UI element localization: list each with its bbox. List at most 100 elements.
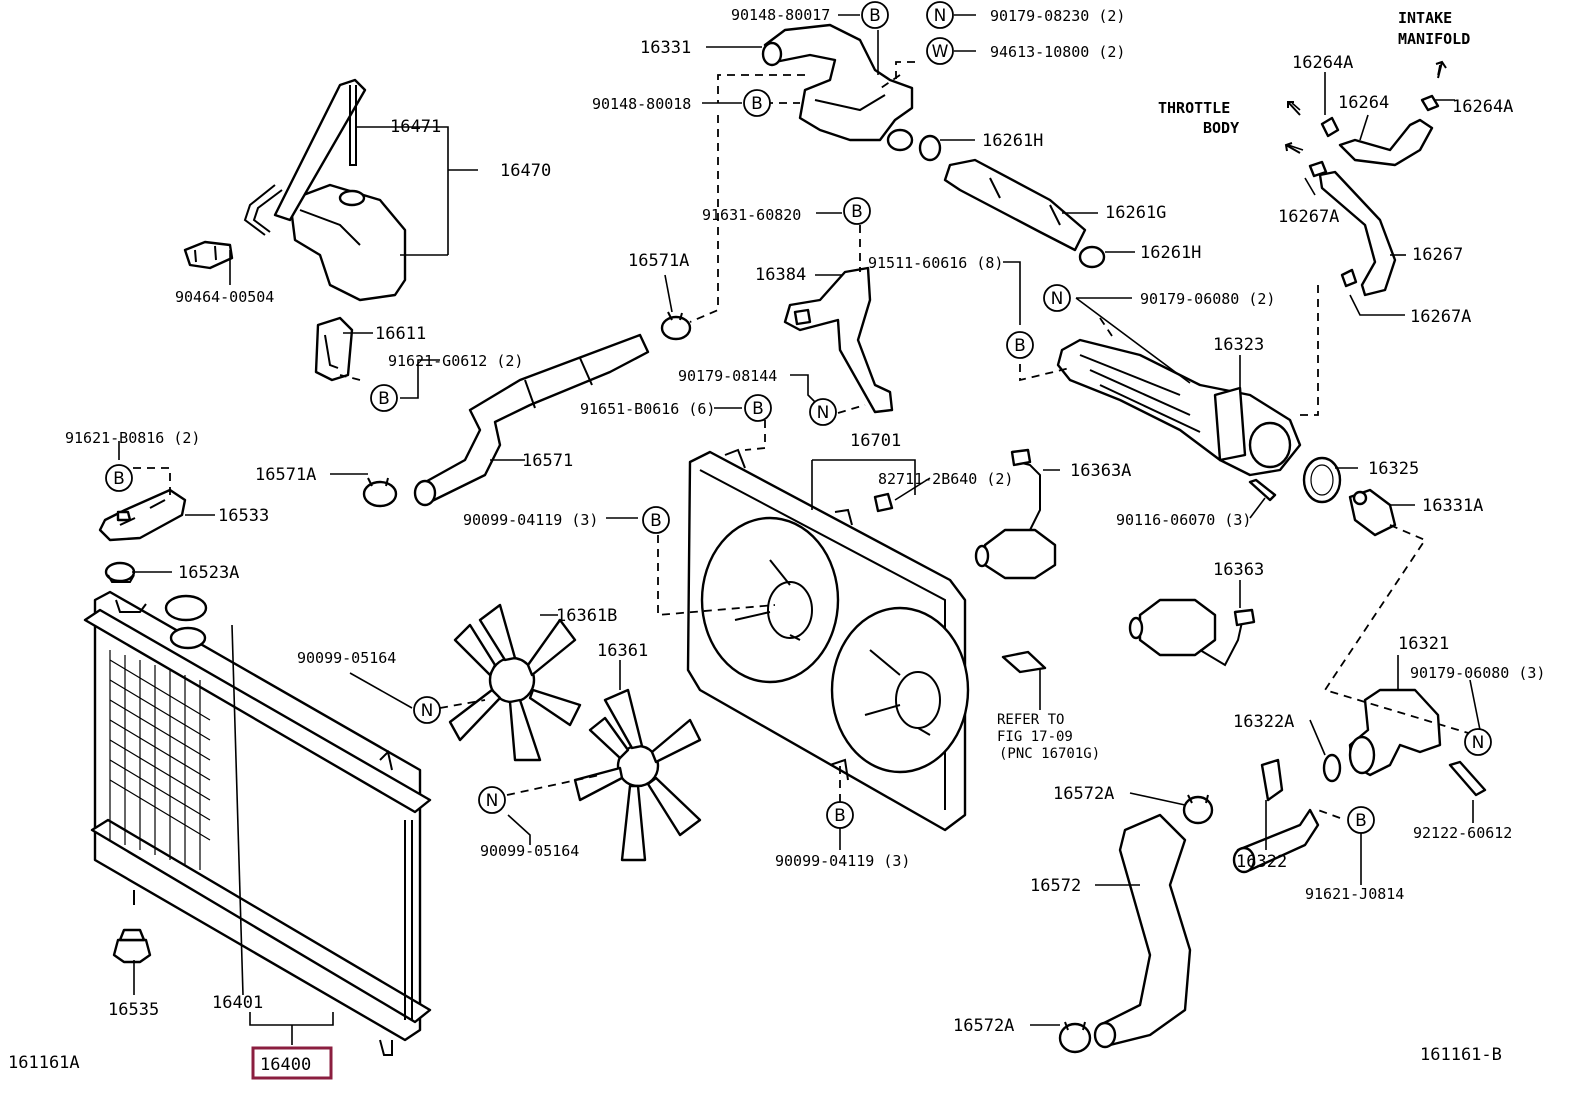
callout-circles: B N W B B N B B B N B B N N N B B <box>105 1 1492 834</box>
label-16264: 16264 <box>1338 93 1389 113</box>
label-16321: 16321 <box>1398 634 1449 654</box>
bracket-16384-drawing <box>783 266 894 414</box>
label-16471: 16471 <box>390 117 441 137</box>
highlight-box-16400 <box>251 1046 333 1080</box>
water-inlet-16323-drawing <box>1056 338 1302 477</box>
water-outlet-16331-drawing <box>761 23 914 152</box>
label-16261h-mid: 16261H <box>1140 243 1201 263</box>
callout-w: W <box>932 42 949 62</box>
label-16261h-top: 16261H <box>982 131 1043 151</box>
label-16361b: 16361B <box>556 606 617 626</box>
label-refer-pnc: (PNC 16701G) <box>999 746 1100 762</box>
gasket-16325-drawing <box>1302 456 1342 504</box>
label-16261g: 16261G <box>1105 203 1166 223</box>
part-16535-drawing <box>112 928 152 964</box>
label-90099-04119-bot: 90099-04119 (3) <box>775 852 910 870</box>
label-16361: 16361 <box>597 641 648 661</box>
clamp-16571a-mid-drawing <box>362 477 398 508</box>
part-16523a-drawing <box>104 561 136 583</box>
label-16400: 16400 <box>260 1055 311 1075</box>
figure-id-left: 161161A <box>8 1053 80 1073</box>
label-16701: 16701 <box>850 431 901 451</box>
label-16571a-mid: 16571A <box>255 465 316 485</box>
label-16384: 16384 <box>755 265 806 285</box>
fan-16361-drawing <box>573 688 702 862</box>
callout-b: B <box>378 389 390 409</box>
radiator-drawing <box>83 590 432 1056</box>
label-16267a-top: 16267A <box>1278 207 1339 227</box>
callout-n: N <box>421 701 434 721</box>
label-91511-60616: 91511-60616 (8) <box>868 254 1003 272</box>
label-16533: 16533 <box>218 506 269 526</box>
label-91621-j0814: 91621-J0814 <box>1305 885 1404 903</box>
callout-b: B <box>751 94 763 114</box>
label-16264a-top: 16264A <box>1292 53 1353 73</box>
callout-b: B <box>1355 811 1367 831</box>
label-16401: 16401 <box>212 993 263 1013</box>
label-16267: 16267 <box>1412 245 1463 265</box>
direction-arrows <box>1284 60 1447 154</box>
thermostat-16331a-drawing <box>1348 488 1397 537</box>
oring-16322a-drawing <box>1322 753 1342 783</box>
label-16535: 16535 <box>108 1000 159 1020</box>
label-16571: 16571 <box>522 451 573 471</box>
label-throttle: THROTTLE <box>1158 99 1230 117</box>
callout-b: B <box>650 511 662 531</box>
label-90179-08230: 90179-08230 (2) <box>990 7 1125 25</box>
label-16571a-top: 16571A <box>628 251 689 271</box>
label-16325: 16325 <box>1368 459 1419 479</box>
label-94613-10800: 94613-10800 (2) <box>990 43 1125 61</box>
label-16264a-right: 16264A <box>1452 97 1513 117</box>
label-16572: 16572 <box>1030 876 1081 896</box>
label-90179-06080-top: 90179-06080 (2) <box>1140 290 1275 308</box>
label-92122-60612: 92122-60612 <box>1413 824 1512 842</box>
label-90099-04119-top: 90099-04119 (3) <box>463 511 598 529</box>
housing-16321-drawing <box>1348 688 1442 777</box>
label-90148-80018: 90148-80018 <box>592 95 691 113</box>
callout-b: B <box>113 469 125 489</box>
lower-hose-16572-drawing <box>1093 813 1192 1049</box>
stud-90116-06070-drawing <box>1248 478 1277 502</box>
label-91631-60820: 91631-60820 <box>702 206 801 224</box>
label-manifold: MANIFOLD <box>1398 30 1470 48</box>
label-91621-g0612: 91621-G0612 (2) <box>388 352 523 370</box>
upper-hose-16571-drawing <box>413 333 650 507</box>
label-16322: 16322 <box>1236 852 1287 872</box>
clamp-16261h-mid-drawing <box>1078 245 1106 269</box>
leader-lines <box>118 14 1481 1045</box>
label-16267a-bot: 16267A <box>1410 307 1471 327</box>
label-91621-b0816: 91621-B0816 (2) <box>65 429 200 447</box>
part-labels: 90148-80017 90179-08230 (2) 94613-10800 … <box>8 6 1545 1075</box>
label-90116-06070: 90116-06070 (3) <box>1116 511 1251 529</box>
label-16523a: 16523A <box>178 563 239 583</box>
callout-n: N <box>817 403 830 423</box>
label-90179-06080-bot: 90179-06080 (3) <box>1410 664 1545 682</box>
hose-16261g-drawing <box>943 158 1087 252</box>
label-16572a-top: 16572A <box>1053 784 1114 804</box>
fan-shroud-16701-drawing <box>686 448 970 832</box>
callout-n: N <box>1472 733 1485 753</box>
clamp-16571a-top-drawing <box>660 311 692 341</box>
label-90179-08144: 90179-08144 <box>678 367 777 385</box>
figure-id-right: 161161-B <box>1420 1045 1502 1065</box>
label-body: BODY <box>1203 119 1239 137</box>
pipe-16322-drawing <box>1232 758 1320 874</box>
callout-b: B <box>752 399 764 419</box>
label-16322a: 16322A <box>1233 712 1294 732</box>
part-90464-00504-drawing <box>183 240 234 270</box>
label-90464-00504: 90464-00504 <box>175 288 274 306</box>
label-16572a-bot: 16572A <box>953 1016 1014 1036</box>
label-refer-fig: FIG 17-09 <box>997 729 1073 745</box>
label-intake: INTAKE <box>1398 9 1452 27</box>
part-16533-drawing <box>98 488 187 542</box>
callout-b: B <box>869 6 881 26</box>
part-16611-drawing <box>314 316 354 382</box>
callout-n: N <box>1051 289 1064 309</box>
clamp-16572a-bot-drawing <box>1058 1021 1092 1054</box>
label-16363: 16363 <box>1213 560 1264 580</box>
label-16331a: 16331A <box>1422 496 1483 516</box>
label-16470: 16470 <box>500 161 551 181</box>
clamp-16572a-top-drawing <box>1182 794 1214 825</box>
stud-92122-60612-drawing <box>1448 760 1487 797</box>
